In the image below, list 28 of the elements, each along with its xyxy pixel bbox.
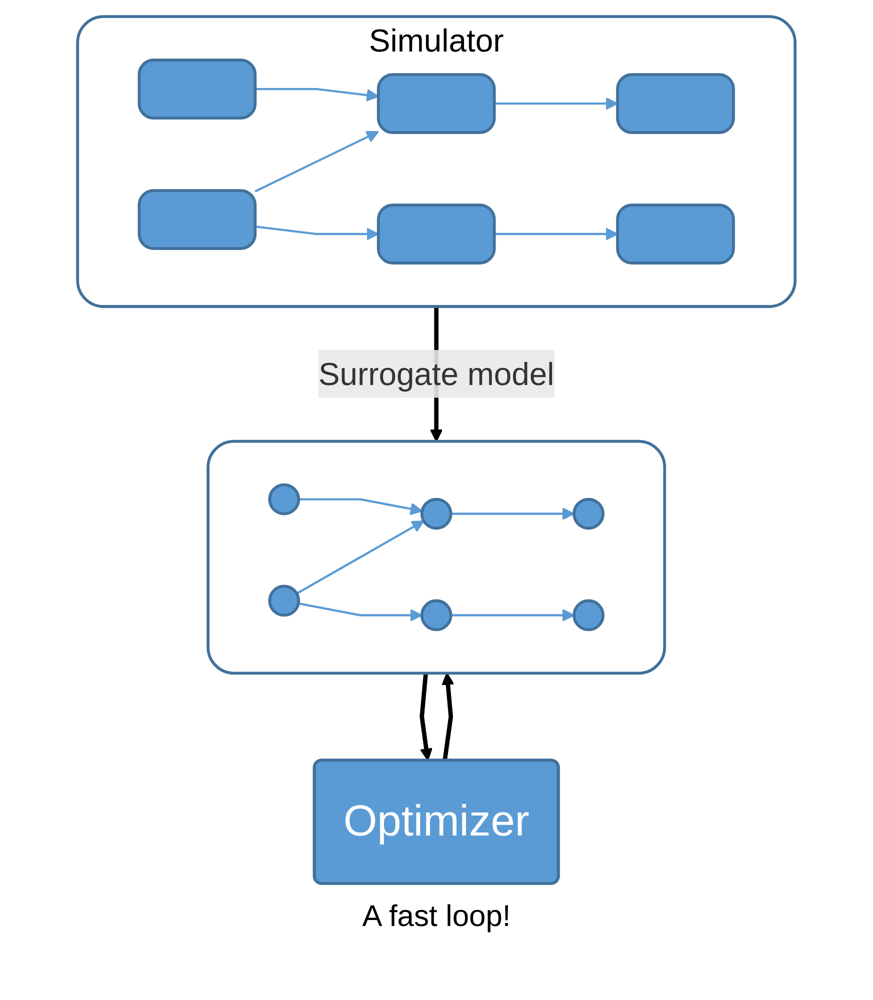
node-box xyxy=(138,58,257,120)
cluster: Simulator xyxy=(76,15,797,308)
arrow xyxy=(254,130,380,192)
arrow xyxy=(298,602,423,622)
arrow xyxy=(494,97,618,110)
node-circle xyxy=(268,584,300,617)
arrow xyxy=(494,228,618,240)
note-text: A fast loop! xyxy=(362,900,511,934)
arrow xyxy=(420,673,433,761)
node-box xyxy=(616,73,736,134)
edge-label: Surrogate model xyxy=(318,356,554,392)
arrow xyxy=(451,608,575,622)
node-circle xyxy=(420,498,452,530)
cluster xyxy=(206,440,666,675)
arrow xyxy=(255,225,380,240)
arrow xyxy=(442,672,454,760)
node-circle xyxy=(572,498,605,530)
node-box xyxy=(377,204,496,264)
arrow xyxy=(255,88,380,102)
node-circle xyxy=(268,483,300,516)
node-box xyxy=(377,73,496,134)
arrow xyxy=(298,498,423,516)
node-circle xyxy=(572,599,605,632)
arrow xyxy=(296,520,424,594)
node-box xyxy=(138,189,257,250)
arrow xyxy=(451,507,575,520)
node-box xyxy=(616,204,736,264)
node-circle xyxy=(420,599,452,632)
